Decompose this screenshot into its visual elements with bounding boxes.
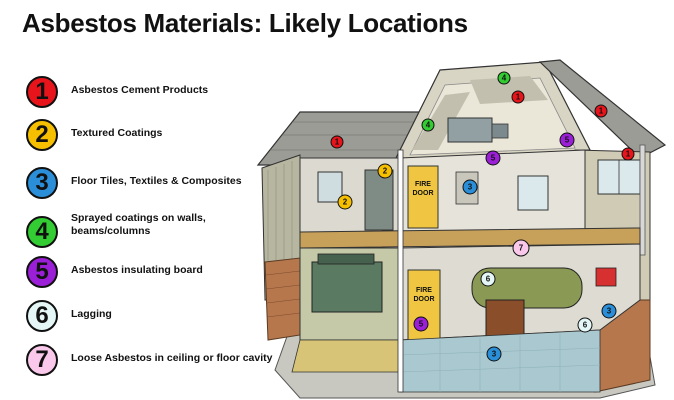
legend-label-3: Floor Tiles, Textiles & Composites bbox=[71, 175, 242, 187]
legend-item-1: 1 Asbestos Cement Products bbox=[26, 76, 326, 112]
svg-text:1: 1 bbox=[599, 107, 604, 116]
legend-item-6: 6 Lagging bbox=[26, 300, 326, 336]
legend-item-3: 3 Floor Tiles, Textiles & Composites bbox=[26, 167, 326, 203]
legend-item-2: 2 Textured Coatings bbox=[26, 119, 326, 155]
legend-label-4-line2: beams/columns bbox=[71, 225, 151, 237]
svg-text:4: 4 bbox=[502, 74, 507, 83]
legend-badge-5: 5 bbox=[26, 256, 58, 288]
marker-2a: 2 bbox=[377, 163, 393, 179]
marker-3c: 3 bbox=[486, 346, 502, 362]
legend-label-1: Asbestos Cement Products bbox=[71, 84, 209, 96]
upper-fire-door-label-2: DOOR bbox=[413, 190, 434, 197]
marker-3b: 3 bbox=[601, 303, 617, 319]
ground-fire-door-label-2: DOOR bbox=[414, 296, 435, 303]
legend-label-4-line1: Sprayed coatings on walls, bbox=[71, 212, 206, 224]
marker-1c: 1 bbox=[594, 104, 608, 118]
svg-text:6: 6 bbox=[486, 275, 491, 284]
oil-tank bbox=[471, 267, 583, 309]
attic-insulation-left bbox=[412, 92, 470, 150]
legend-item-7: 7 Loose Asbestos in ceiling or floor cav… bbox=[26, 344, 326, 380]
marker-2b: 2 bbox=[337, 194, 353, 210]
marker-5c: 5 bbox=[413, 316, 429, 332]
svg-text:4: 4 bbox=[426, 121, 431, 130]
svg-text:5: 5 bbox=[419, 320, 424, 329]
svg-text:1: 1 bbox=[626, 150, 631, 159]
fire-alarm-box bbox=[595, 267, 617, 287]
upper-fire-door-label-1: FIRE bbox=[415, 181, 431, 188]
page-title: Asbestos Materials: Likely Locations bbox=[22, 8, 468, 38]
attic-small-tank bbox=[491, 123, 509, 139]
marker-6a: 6 bbox=[480, 271, 496, 287]
drainpipe bbox=[639, 144, 646, 256]
legend-label-2: Textured Coatings bbox=[71, 127, 163, 139]
legend-label-4: Sprayed coatings on walls, beams/columns bbox=[71, 212, 206, 238]
upper-fire-door bbox=[407, 165, 439, 229]
svg-text:3: 3 bbox=[468, 183, 473, 192]
svg-text:5: 5 bbox=[565, 136, 570, 145]
svg-text:5: 5 bbox=[491, 154, 496, 163]
svg-text:2: 2 bbox=[343, 198, 348, 207]
upper-left-window bbox=[317, 171, 343, 203]
legend-badge-6: 6 bbox=[26, 300, 58, 332]
svg-text:3: 3 bbox=[492, 350, 497, 359]
house-cutaway-illustration: FIRE DOOR FIRE DOOR 1 1 1 1 2 2 3 3 3 4 … bbox=[256, 59, 667, 399]
central-wall bbox=[397, 149, 404, 393]
marker-5a: 5 bbox=[559, 132, 575, 148]
ground-fire-door-label-1: FIRE bbox=[416, 287, 432, 294]
legend-item-5: 5 Asbestos insulating board bbox=[26, 256, 326, 292]
upper-room-window bbox=[517, 175, 549, 211]
left-roof-tiles bbox=[270, 121, 432, 151]
marker-1a: 1 bbox=[330, 135, 344, 149]
legend-item-4: 4 Sprayed coatings on walls, beams/colum… bbox=[26, 212, 326, 254]
ground-tiled-floor bbox=[399, 329, 601, 393]
marker-6b: 6 bbox=[577, 317, 593, 333]
marker-1b: 1 bbox=[511, 90, 525, 104]
marker-4b: 4 bbox=[421, 118, 435, 132]
boiler-machine bbox=[311, 261, 383, 313]
svg-text:6: 6 bbox=[583, 321, 588, 330]
legend-label-6: Lagging bbox=[71, 308, 112, 320]
marker-7a: 7 bbox=[512, 239, 530, 257]
legend-badge-3: 3 bbox=[26, 167, 58, 199]
left-brick-lines bbox=[265, 270, 301, 318]
legend-badge-4: 4 bbox=[26, 216, 58, 248]
legend-badge-1: 1 bbox=[26, 76, 58, 108]
svg-text:2: 2 bbox=[383, 167, 388, 176]
svg-text:1: 1 bbox=[516, 93, 521, 102]
legend-label-7: Loose Asbestos in ceiling or floor cavit… bbox=[71, 352, 273, 364]
attic-insulation-top bbox=[470, 76, 548, 104]
attic-water-tank bbox=[447, 117, 493, 143]
legend-label-5: Asbestos insulating board bbox=[71, 264, 203, 276]
svg-text:1: 1 bbox=[335, 138, 340, 147]
legend-badge-7: 7 bbox=[26, 344, 58, 376]
ground-left-floor bbox=[291, 339, 401, 373]
svg-text:7: 7 bbox=[519, 244, 524, 253]
boiler-top bbox=[317, 253, 375, 265]
upper-left-door bbox=[364, 169, 394, 231]
marker-5b: 5 bbox=[485, 150, 501, 166]
left-brick-base bbox=[264, 257, 301, 341]
legend-badge-2: 2 bbox=[26, 119, 58, 151]
marker-4a: 4 bbox=[497, 71, 511, 85]
tank-stand bbox=[485, 299, 525, 337]
svg-text:3: 3 bbox=[607, 307, 612, 316]
marker-3a: 3 bbox=[462, 179, 478, 195]
marker-1d: 1 bbox=[621, 147, 635, 161]
